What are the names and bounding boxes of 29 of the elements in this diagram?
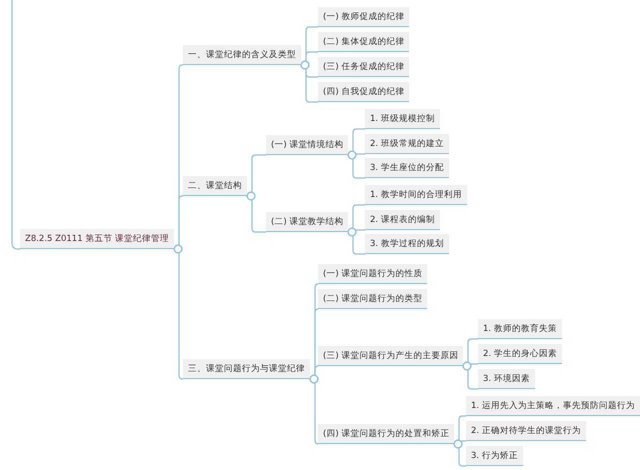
topic-box: (一) 教师促成的纪律 xyxy=(318,7,410,27)
branch-line xyxy=(454,440,466,467)
topic-box: 3. 行为矫正 xyxy=(466,446,523,466)
topic-box: (一) 课堂问题行为的性质 xyxy=(318,264,428,284)
topic-box: (四) 自我促成的纪律 xyxy=(318,82,410,102)
topic-box: (一) 课堂情境结构 xyxy=(266,135,348,155)
root-topic: Z8.2.5 Z0111 第五节 课堂纪律管理 xyxy=(20,229,174,249)
topic-box: 1. 教师的教育失策 xyxy=(478,319,562,339)
topic-box: (三) 课堂问题行为产生的主要原因 xyxy=(318,346,464,366)
topic-box: 2. 学生的身心因素 xyxy=(478,344,562,364)
topic-box: 3. 环境因素 xyxy=(478,369,535,389)
topic-box: 2. 班级常规的建立 xyxy=(365,134,449,154)
topic-box: 二、课堂结构 xyxy=(183,176,247,196)
topic-box: (二) 课堂教学结构 xyxy=(266,212,348,232)
topic-box: 一、课堂纪律的含义及类型 xyxy=(183,45,301,65)
branch-line xyxy=(174,244,184,380)
topic-box: 3. 教学过程的规划 xyxy=(365,234,449,254)
topic-box: 1. 班级规模控制 xyxy=(365,109,440,129)
topic-box: 1. 运用先入为主策略，事先预防问题行为 xyxy=(466,396,640,416)
topic-box: (三) 任务促成的纪律 xyxy=(318,57,410,77)
branch-line xyxy=(310,374,319,445)
topic-box: (二) 集体促成的纪律 xyxy=(318,32,410,52)
topic-box: 2. 课程表的编制 xyxy=(365,210,440,230)
topic-box: (二) 课堂问题行为的类型 xyxy=(318,289,428,309)
topic-box: (四) 课堂问题行为的处置和矫正 xyxy=(318,424,454,444)
topic-box: 2. 正确对待学生的课堂行为 xyxy=(466,421,586,441)
topic-box: 三、课堂问题行为与课堂纪律 xyxy=(183,359,310,379)
topic-box: 1. 教学时间的合理利用 xyxy=(365,185,467,205)
topic-box: 3. 学生座位的分配 xyxy=(365,158,449,178)
